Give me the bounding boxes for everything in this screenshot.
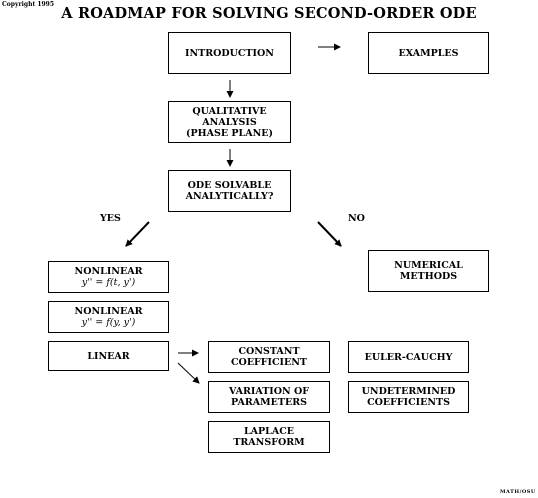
examples-label: EXAMPLES xyxy=(398,47,459,59)
variation-label-line1: VARIATION OF xyxy=(229,386,309,397)
qualitative-label-line3: (PHASE PLANE) xyxy=(185,127,273,139)
qualitative-label-line1: QUALITATIVE xyxy=(192,105,267,117)
laplace-label-line1: LAPLACE xyxy=(243,426,295,437)
nonlinear-t-label: NONLINEAR xyxy=(74,266,143,277)
euler-cauchy-label: EULER-CAUCHY xyxy=(364,351,453,363)
diagram-title: A ROADMAP FOR SOLVING SECOND-ORDER ODE xyxy=(61,5,477,22)
copyright-notice: Copyright 1995 xyxy=(2,1,55,8)
yes-label: YES xyxy=(100,213,121,224)
numerical-label-line2: METHODS xyxy=(399,271,458,282)
variation-of-parameters-box: VARIATION OF PARAMETERS xyxy=(208,381,330,413)
variation-label-line2: PARAMETERS xyxy=(231,397,307,408)
laplace-label-line2: TRANSFORM xyxy=(233,437,305,448)
ode-solvable-box: ODE SOLVABLE ANALYTICALLY? xyxy=(168,170,291,212)
arrow-no-branch xyxy=(317,221,342,247)
footer-credit: MATH/OSU xyxy=(500,489,536,495)
nonlinear-y-label: NONLINEAR xyxy=(74,306,143,317)
qualitative-analysis-box: QUALITATIVE ANALYSIS (PHASE PLANE) xyxy=(168,101,291,143)
solvable-label-line1: ODE SOLVABLE xyxy=(187,180,272,191)
nonlinear-y-box: NONLINEAR y'' = f(y, y') xyxy=(48,301,169,333)
constant-coefficient-box: CONSTANT COEFFICIENT xyxy=(208,341,330,373)
undetermined-coefficients-box: UNDETERMINED COEFFICIENTS xyxy=(348,381,469,413)
solvable-label-line2: ANALYTICALLY? xyxy=(185,191,274,202)
nonlinear-y-equation: y'' = f(y, y') xyxy=(81,317,136,328)
linear-label: LINEAR xyxy=(87,350,130,362)
euler-cauchy-box: EULER-CAUCHY xyxy=(348,341,469,373)
nonlinear-t-box: NONLINEAR y'' = f(t, y') xyxy=(48,261,169,293)
numerical-methods-box: NUMERICAL METHODS xyxy=(368,250,489,292)
qualitative-label-line2: ANALYSIS xyxy=(202,116,257,128)
numerical-label-line1: NUMERICAL xyxy=(394,260,463,271)
arrow-yes-branch xyxy=(125,221,150,247)
undetermined-label-line1: UNDETERMINED xyxy=(361,386,456,397)
constant-label-line2: COEFFICIENT xyxy=(230,357,307,368)
examples-box: EXAMPLES xyxy=(368,32,489,74)
laplace-transform-box: LAPLACE TRANSFORM xyxy=(208,421,330,453)
introduction-box: INTRODUCTION xyxy=(168,32,291,74)
no-label: NO xyxy=(348,213,365,224)
undetermined-label-line2: COEFFICIENTS xyxy=(367,397,450,408)
constant-label-line1: CONSTANT xyxy=(238,346,300,357)
nonlinear-t-equation: y'' = f(t, y') xyxy=(81,277,136,288)
arrow-linear-to-variation xyxy=(177,362,200,384)
linear-box: LINEAR xyxy=(48,341,169,371)
introduction-label: INTRODUCTION xyxy=(185,47,274,59)
